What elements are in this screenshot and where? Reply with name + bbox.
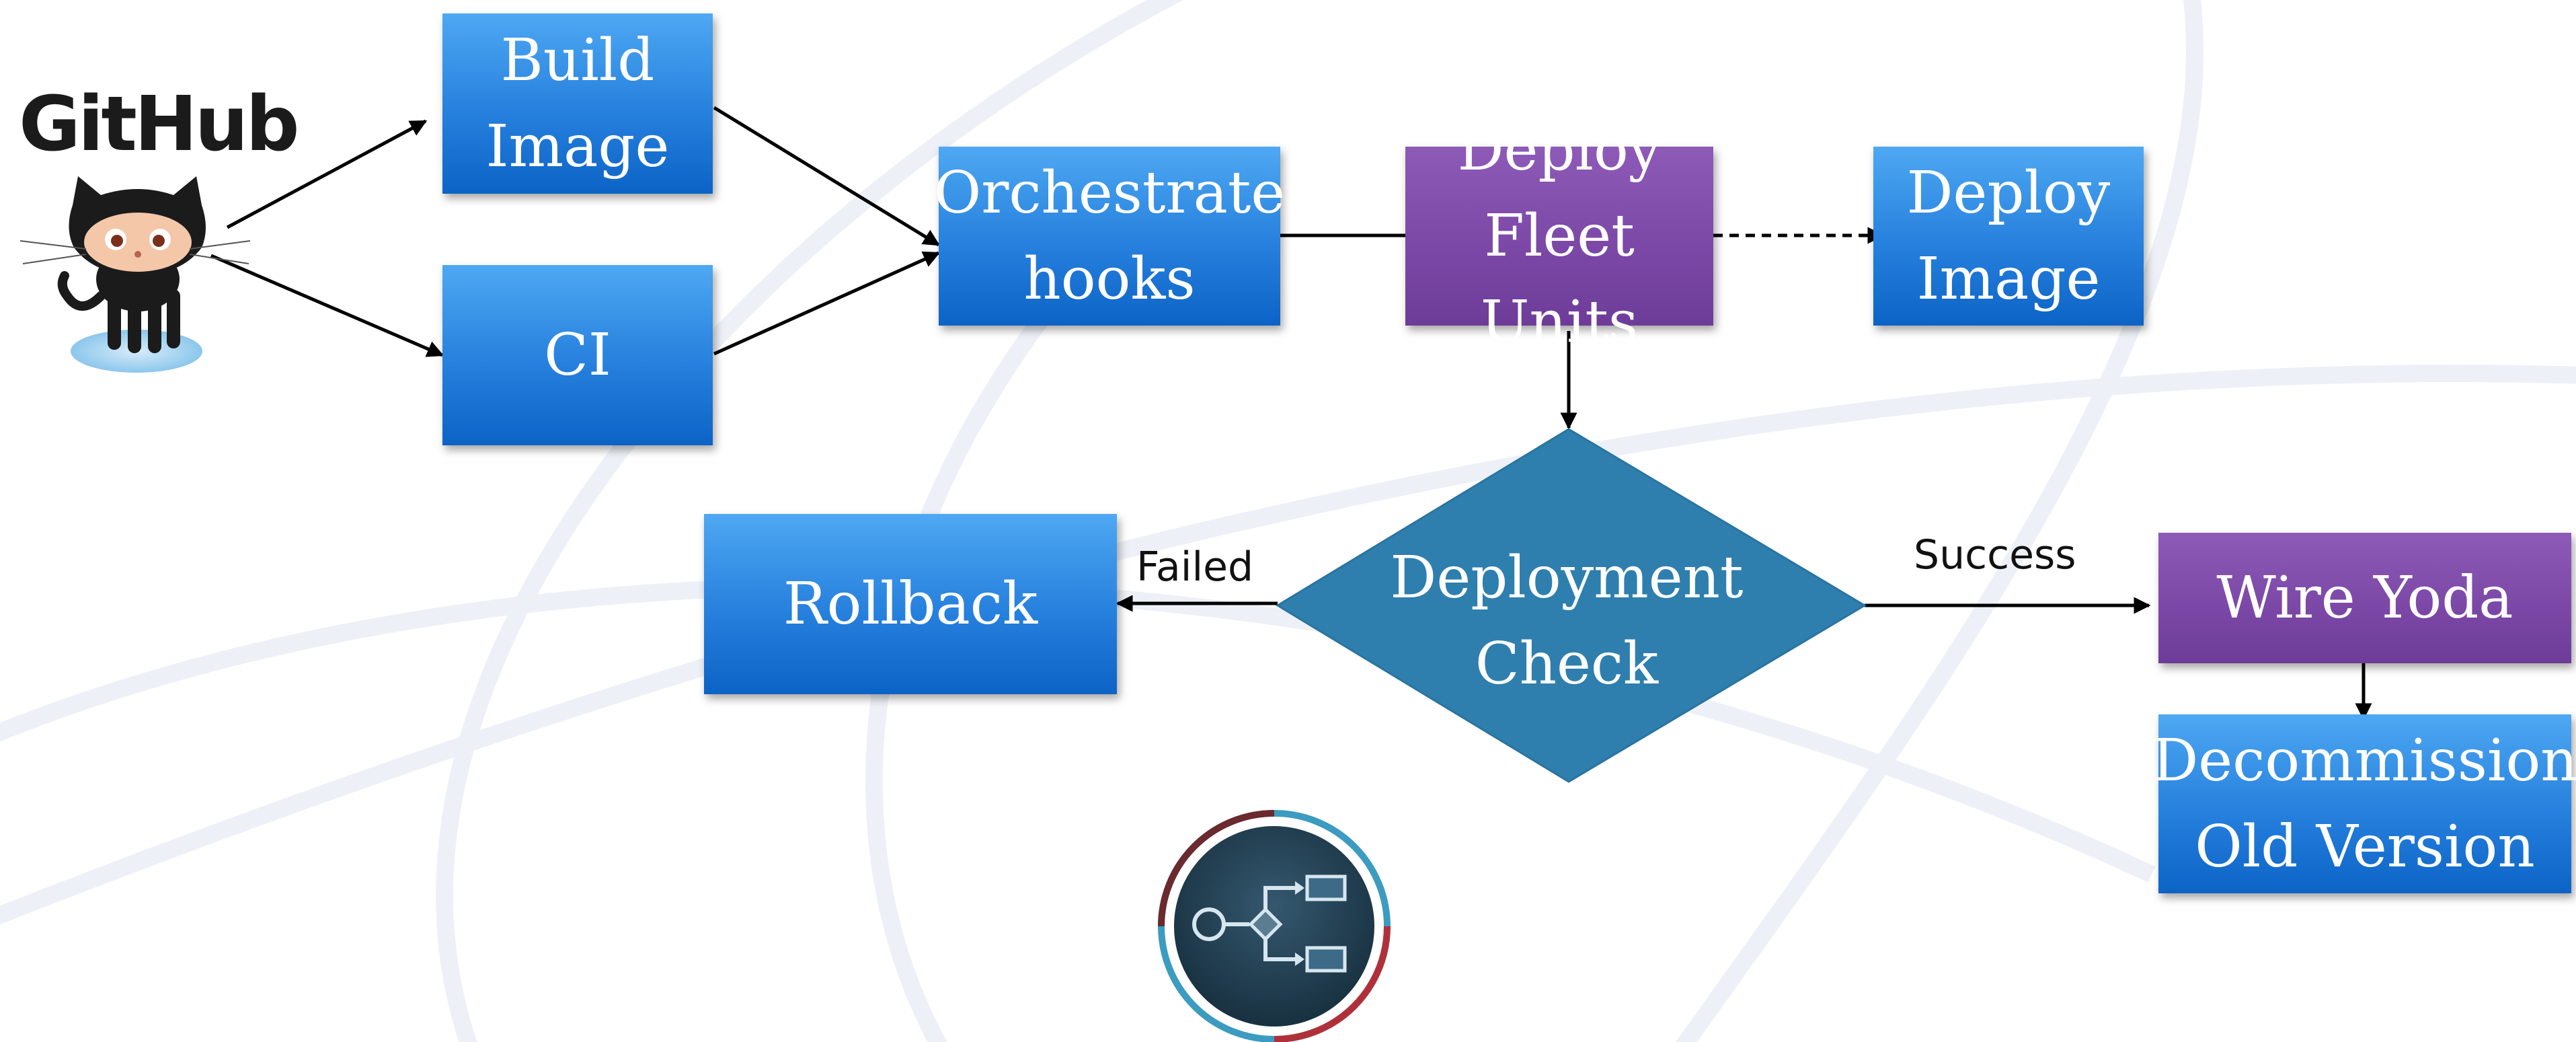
arrow-github-to-build xyxy=(226,119,428,229)
arrow-github-to-ci xyxy=(210,254,444,357)
orchestrate-hooks-node: Orchestrate hooks xyxy=(934,147,1285,326)
wire-yoda-node: Wire Yoda xyxy=(2158,533,2571,663)
deploy-image-node: Deploy Image xyxy=(1873,147,2144,326)
deployment-check-label: Deployment Check xyxy=(1390,544,1744,698)
octocat-icon xyxy=(19,176,251,373)
deploy-fleet-units-node: Deploy Fleet Units xyxy=(1405,116,1713,356)
build-image-node: Build Image xyxy=(442,13,713,194)
github-logo: GitHub xyxy=(19,81,299,168)
arrow-ci-to-orchestrate xyxy=(713,251,941,356)
failed-edge-label: Failed xyxy=(1136,544,1254,591)
ci-node: CI xyxy=(442,265,713,445)
workflow-icon xyxy=(1158,810,1391,1042)
success-edge-label: Success xyxy=(1914,531,2076,579)
arrow-build-to-orchestrate xyxy=(713,106,941,247)
rollback-node: Rollback xyxy=(704,514,1117,694)
decommission-old-version-node: Decommission Old Version xyxy=(2152,714,2576,893)
connectors xyxy=(210,106,2372,720)
deployment-check-diamond xyxy=(1276,428,1867,783)
